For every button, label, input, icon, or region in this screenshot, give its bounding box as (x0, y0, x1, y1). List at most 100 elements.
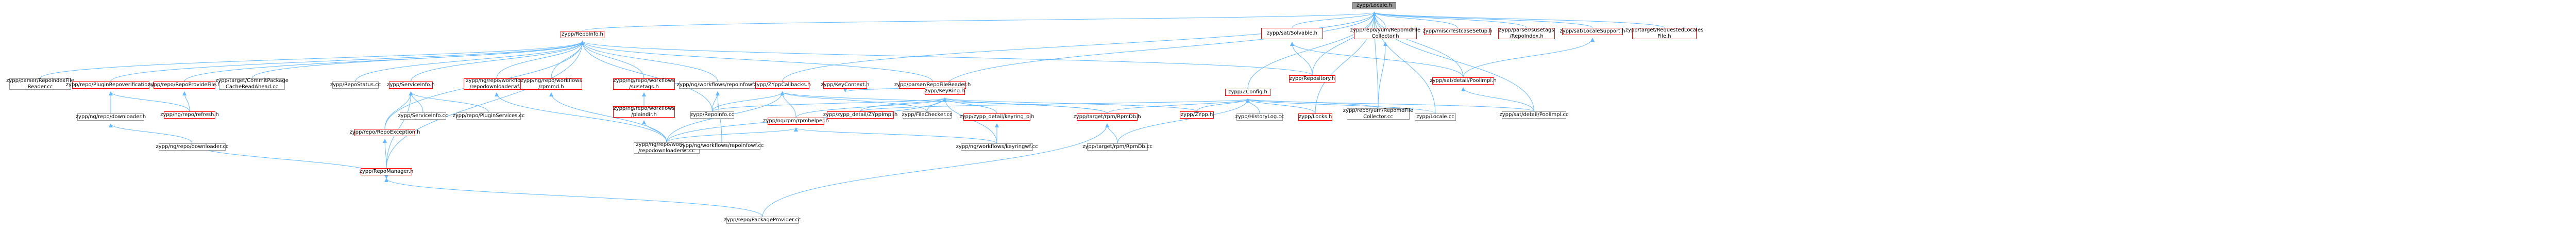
node-wf_repodl[interactable]: zypp/ng/repo/workflows /repodownloaderwf… (464, 78, 530, 90)
node-repositoryh[interactable]: zypp/Repository.h (1289, 75, 1335, 83)
node-localesupport[interactable]: zypp/sat/LocaleSupport.h (1560, 28, 1625, 35)
edge-wf_repodlcc-to-wf_repodl (495, 92, 667, 143)
edge-repositoryh-to-repoinfo (580, 41, 1313, 76)
node-rpmdbh[interactable]: zypp/target/rpm/RpmDb.h (1073, 113, 1141, 121)
edge-repoinfocc-to-keyring (712, 97, 947, 112)
edge-poolimplcc-to-zconfig (1246, 99, 1534, 112)
edge-lockfh-to-zconfig (1246, 99, 1316, 114)
edge-repomanager-to-serviceinfoh (386, 91, 413, 169)
node-wf_rpmmd[interactable]: zypp/ng/repo/workflows /rpmmd.h (520, 78, 582, 90)
node-rpmhelper[interactable]: zypp/ng/rpm/rpmhelper.h (763, 118, 829, 125)
node-keycontext[interactable]: zypp/KeyContext.h (821, 81, 870, 89)
edge-susetags-to-root (1372, 12, 1527, 28)
edge-repoinfocc-to-wf_repoinfowf (712, 91, 720, 112)
edge-repofilereader-to-repoinfo (580, 41, 933, 82)
edge-repoinfocc-to-zyppcallbacks (712, 91, 785, 112)
edge-reporefresh-to-pluginrepoverif (109, 91, 190, 112)
node-zyppcallbacks[interactable]: zypp/ZYppCallbacks.h (754, 81, 811, 89)
edge-wf_susetags-to-repoinfo (580, 41, 645, 79)
node-pluginservices[interactable]: zypp/repo/PluginServices.cc (452, 112, 525, 120)
edge-repoindexfile-to-repoinfo (40, 41, 585, 79)
edge-poolimpl-to-solvable (1290, 42, 1464, 78)
edge-pkgprovider-to-rpmdbh (762, 123, 1109, 217)
edge-repositoryh-to-root (1312, 12, 1377, 76)
edge-zyppimpl-to-zconfig (860, 99, 1250, 112)
edge-repoexception-to-serviceinfoh (384, 91, 413, 129)
edge-reqlocales-to-root (1372, 12, 1665, 28)
node-zconfig[interactable]: zypp/ZConfig.h (1225, 89, 1270, 96)
edge-keyring-to-root (944, 12, 1377, 88)
node-yumrepomd[interactable]: zypp/repo/yum/RepomdFile Collector.h (1350, 27, 1421, 39)
node-pluginrepoverif[interactable]: zypp/repo/PluginRepoverification.h (65, 81, 156, 89)
edge-zyppcc-to-keyring (943, 97, 1197, 112)
edge-wf_repodlcc-to-rpmhelper (666, 127, 798, 143)
edge-yumrepomdcc-to-root (1372, 12, 1379, 109)
node-wf_plaindir[interactable]: zypp/ng/repo/workflows /plaindir.h (613, 106, 675, 118)
node-repoinfocc[interactable]: zypp/RepoInfo.cc (690, 111, 735, 119)
edge-repomanager-to-repoinfo (386, 41, 585, 169)
node-reqlocales[interactable]: zypp/target/RequestedLocales File.h (1625, 27, 1704, 39)
node-susetags[interactable]: zypp/parser/susetags /RepoIndex.h (1498, 27, 1555, 39)
node-localecc[interactable]: zypp/Locale.cc (1415, 113, 1456, 121)
node-historylog[interactable]: zypp/HistoryLog.cc (1235, 113, 1284, 121)
edge-reporefresh-to-repoprovidefile (182, 91, 190, 112)
node-serviceinfoh[interactable]: zypp/ServiceInfo.h (387, 81, 435, 89)
edge-commitpkgcache-to-repoinfo (251, 41, 585, 79)
node-serviceinfocc[interactable]: zypp/ServiceInfo.cc (398, 112, 448, 120)
edge-repositoryh-to-solvable (1290, 42, 1313, 76)
node-solvable[interactable]: zypp/sat/Solvable.h (1261, 28, 1323, 39)
node-repostatus[interactable]: zypp/RepoStatus.cc (330, 81, 381, 89)
node-misctest[interactable]: zypp/misc/TestcaseSetup.h (1422, 28, 1493, 35)
node-poolimpl[interactable]: zypp/sat/detail/PoolImpl.h (1430, 77, 1497, 85)
node-repoprovidefile[interactable]: zypp/repo/RepoProvideFile.h (148, 81, 221, 89)
edge-repoinfo-to-root (582, 12, 1376, 31)
node-wf_susetags[interactable]: zypp/ng/repo/workflows /susetags.h (613, 78, 675, 90)
edge-misctest-to-root (1372, 12, 1458, 28)
node-poolimplcc[interactable]: zypp/sat/detail/PoolImpl.cc (1499, 111, 1569, 119)
edge-keyringwfcc-to-rpmhelper (794, 127, 997, 144)
node-reporefresh[interactable]: zypp/ng/repo/refresh.h (160, 111, 219, 119)
node-repoexception[interactable]: zypp/repo/RepoException.h (349, 129, 420, 136)
edge-poolimpl-to-localesupport (1463, 38, 1595, 78)
node-repomanager[interactable]: zypp/RepoManager.h (359, 168, 414, 175)
edge-poolimpl-to-root (1372, 12, 1464, 78)
node-wf_repoinfowfcc[interactable]: zypp/ng/workflows/repoinfowf.cc (680, 142, 764, 150)
edge-poolimplcc-to-poolimpl (1461, 87, 1534, 112)
node-repodownloadercc[interactable]: zypp/ng/repo/downloader.cc (156, 143, 229, 151)
node-repoindexfile[interactable]: zypp/parser/RepoindexFile Reader.cc (6, 78, 74, 90)
edge-wf_repoinfowf-to-repoinfo (580, 41, 718, 82)
node-zyppcc[interactable]: zypp/ZYpp.h (1180, 111, 1214, 119)
edge-rpmdbh-to-zyppcallbacks (780, 91, 1108, 114)
node-repodownloaderh[interactable]: zypp/ng/repo/downloader.h (75, 113, 146, 121)
edge-solvable-to-root (1292, 12, 1377, 28)
node-pkgprovider[interactable]: zypp/repo/PackageProvider.cc (724, 217, 801, 224)
edge-zyppcallbacks-to-root (782, 12, 1377, 82)
node-commitpkgcache[interactable]: zypp/target/CommitPackage CacheReadAhead… (215, 78, 289, 90)
node-zyppimpl[interactable]: zypp/zypp_detail/ZYppImpl.h (823, 111, 898, 119)
edge-serviceinfocc-to-serviceinfoh (409, 91, 423, 113)
edge-repostatus-to-repoinfo (355, 41, 585, 82)
node-repoinfo[interactable]: zypp/RepoInfo.h (561, 31, 604, 38)
edge-zyppimpl-to-keyring (860, 97, 947, 112)
node-keyringp[interactable]: zypp/zypp_detail/keyring_p.h (959, 113, 1035, 121)
edge-wf_repodl-to-repoinfo (496, 41, 585, 79)
edge-localecc-to-zconfig (1246, 99, 1436, 114)
node-filechecker[interactable]: zypp/FileChecker.cc (902, 111, 953, 119)
edge-repomanager-to-repoexception (383, 139, 387, 169)
edge-repodownloadercc-to-repodownloaderh (109, 123, 193, 144)
edge-rpmdbcc-to-rpmdbh (1105, 123, 1118, 144)
edge-rpmdbh-to-zconfig (1107, 99, 1250, 114)
node-wf_repoinfowf[interactable]: zypp/ng/workflows/repoinfowf.h (676, 81, 759, 89)
edge-pkgprovider-to-repomanager (384, 178, 763, 217)
node-rpmdbcc[interactable]: zypp/target/rpm/RpmDb.cc (1082, 143, 1153, 151)
edge-filechecker-to-zyppcallbacks (780, 91, 927, 112)
edge-serviceinfoh-to-repoinfo (411, 41, 585, 82)
node-yumrepomdcc[interactable]: zypp/repo/yum/RepomdFile Collector.cc (1343, 108, 1414, 120)
node-root[interactable]: zypp/Locale.h (1352, 2, 1396, 9)
edge-zconfig-to-root (1247, 12, 1377, 89)
node-keyring[interactable]: zypp/KeyRing.h (925, 88, 965, 95)
edge-repoprovidefile-to-repoinfo (184, 41, 585, 82)
node-keyringwfcc[interactable]: zypp/ng/workflows/keyringwf.cc (956, 143, 1038, 151)
node-lockfh[interactable]: zypp/Locks.h (1298, 113, 1332, 121)
edge-pluginservices-to-serviceinfoh (409, 91, 489, 113)
